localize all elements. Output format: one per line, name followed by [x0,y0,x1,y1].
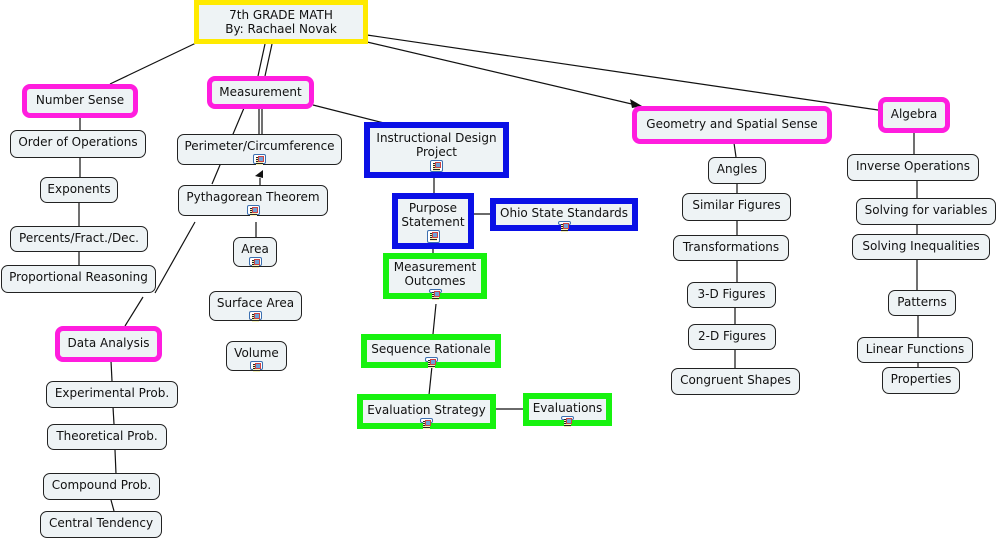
root-node-7th-grade-math[interactable]: 7th GRADE MATH By: Rachael Novak [194,0,368,44]
topic-theoretical-prob[interactable]: Theoretical Prob. [47,424,167,450]
strand-measurement[interactable]: Measurement [207,76,314,109]
link-root-measurement-b [264,43,273,77]
topic-compound-prob[interactable]: Compound Prob. [43,473,160,500]
project-sequence-rationale[interactable]: Sequence Rationale [361,334,501,368]
document-resource-icon[interactable] [248,257,262,268]
link-measurement-project [312,104,389,125]
topic-linear-functions[interactable]: Linear Functions [857,337,973,363]
strand-number-sense[interactable]: Number Sense [22,84,138,118]
topic-inverse-operations[interactable]: Inverse Operations [847,154,979,181]
topic-label: 2-D Figures [698,329,766,343]
topic-3d-figures[interactable]: 3-D Figures [687,282,776,308]
topic-label: Solving for variables [864,203,988,217]
topic-patterns[interactable]: Patterns [888,290,956,316]
document-resource-icon[interactable] [557,221,571,232]
topic-label: Solving Inequalities [862,239,980,253]
strand-data-analysis[interactable]: Data Analysis [55,326,162,362]
topic-label: Order of Operations [18,135,138,149]
topic-solving-inequalities[interactable]: Solving Inequalities [852,234,990,260]
topic-label: Central Tendency [48,516,154,530]
topic-label: Transformations [682,240,780,254]
topic-solving-for-variables[interactable]: Solving for variables [856,198,996,225]
topic-proportional-reasoning[interactable]: Proportional Reasoning [1,265,156,293]
project-label: Purpose Statement [401,201,465,229]
project-label: Ohio State Standards [500,206,628,220]
document-resource-icon[interactable] [430,160,443,172]
project-measurement-outcomes[interactable]: Measurement Outcomes [383,253,487,300]
strand-geometry-spatial-sense[interactable]: Geometry and Spatial Sense [632,106,832,144]
arrowhead-pythagorean [255,170,263,178]
topic-experimental-prob[interactable]: Experimental Prob. [46,381,178,408]
topic-label: Patterns [897,295,947,309]
topic-label: Angles [716,162,758,176]
strand-label: Number Sense [35,93,125,107]
project-label: Evaluations [532,401,603,415]
topic-angles[interactable]: Angles [708,157,766,184]
topic-label: Inverse Operations [856,159,970,173]
link-root-algebra [366,34,879,111]
document-resource-icon[interactable] [249,311,262,322]
strand-label: Measurement [219,85,302,99]
topic-pythagorean-theorem[interactable]: Pythagorean Theorem [178,185,328,216]
topic-label: Proportional Reasoning [9,270,148,284]
topic-label: Percents/Fract./Dec. [19,231,139,245]
topic-label: Pythagorean Theorem [186,190,320,204]
document-resource-icon[interactable] [253,154,266,165]
strand-algebra[interactable]: Algebra [878,97,950,133]
document-resource-icon[interactable] [420,418,433,429]
project-ohio-state-standards[interactable]: Ohio State Standards [490,198,638,232]
topic-label: Compound Prob. [51,478,152,492]
project-label: Measurement Outcomes [393,260,477,288]
project-instructional-design[interactable]: Instructional Design Project [364,122,509,178]
topic-properties[interactable]: Properties [882,367,960,394]
strand-label: Geometry and Spatial Sense [646,117,818,131]
topic-surface-area[interactable]: Surface Area [209,291,302,322]
topic-label: Theoretical Prob. [56,429,158,443]
topic-congruent-shapes[interactable]: Congruent Shapes [671,368,800,395]
project-evaluations[interactable]: Evaluations [523,393,612,427]
topic-label: Properties [890,372,952,386]
topic-2d-figures[interactable]: 2-D Figures [688,324,776,350]
topic-percents-fract-dec[interactable]: Percents/Fract./Dec. [10,226,148,252]
topic-transformations[interactable]: Transformations [673,235,789,261]
topic-label: Surface Area [216,296,295,310]
strand-label: Algebra [890,107,938,121]
topic-exponents[interactable]: Exponents [40,177,118,203]
topic-order-of-operations[interactable]: Order of Operations [10,130,146,158]
topic-label: Area [241,242,269,256]
document-resource-icon[interactable] [561,416,574,427]
root-title: 7th GRADE MATH [229,8,333,22]
project-label: Sequence Rationale [371,342,491,356]
project-purpose-statement[interactable]: Purpose Statement [392,193,474,249]
topic-label: 3-D Figures [697,287,766,301]
topic-similar-figures[interactable]: Similar Figures [682,193,791,221]
topic-label: Similar Figures [692,198,781,212]
project-evaluation-strategy[interactable]: Evaluation Strategy [357,394,496,429]
document-resource-icon[interactable] [250,361,263,372]
topic-label: Perimeter/Circumference [184,139,335,153]
topic-volume[interactable]: Volume [226,341,287,372]
project-label: Instructional Design Project [376,131,497,159]
document-resource-icon[interactable] [424,357,438,368]
topic-area[interactable]: Area [233,237,277,268]
document-resource-icon[interactable] [426,230,440,243]
topic-perimeter-circumference[interactable]: Perimeter/Circumference [177,134,342,165]
project-label: Evaluation Strategy [367,403,486,417]
topic-label: Exponents [47,182,111,196]
arrowhead-geometry [630,99,642,108]
document-resource-icon[interactable] [246,205,260,216]
link-root-number-sense [109,42,197,85]
topic-label: Experimental Prob. [54,386,170,400]
document-resource-icon[interactable] [428,289,442,300]
strand-label: Data Analysis [67,336,150,350]
topic-central-tendency[interactable]: Central Tendency [40,511,162,538]
topic-label: Volume [234,346,279,360]
topic-label: Linear Functions [865,342,965,356]
topic-label: Congruent Shapes [680,373,791,387]
link-root-geometry [366,41,637,106]
root-author: By: Rachael Novak [225,22,337,36]
link-root-measurement-a [257,43,266,77]
